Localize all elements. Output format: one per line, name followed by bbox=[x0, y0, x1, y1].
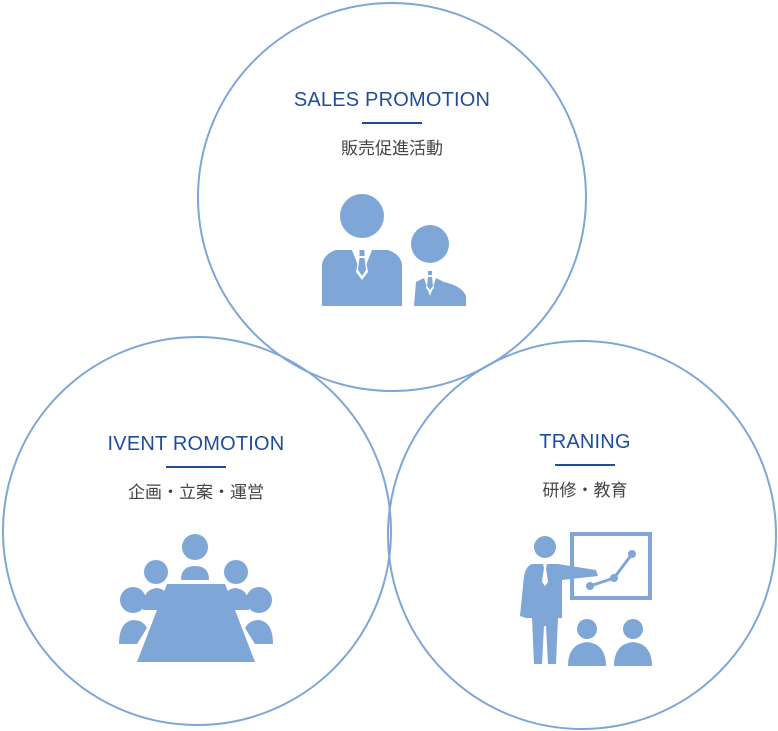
two-businessmen-icon bbox=[322, 194, 466, 306]
sales-circle bbox=[197, 2, 587, 392]
event-subtitle: 企画・立案・運営 bbox=[128, 483, 264, 502]
event-circle bbox=[2, 336, 392, 726]
event-title: IVENT ROMOTION bbox=[107, 433, 285, 455]
event-label: IVENT ROMOTION 企画・立案・運営 bbox=[66, 432, 326, 504]
training-label: TRANING 研修・教育 bbox=[455, 430, 715, 502]
meeting-table-icon bbox=[119, 534, 273, 662]
sales-label: SALES PROMOTION 販売促進活動 bbox=[262, 88, 522, 160]
training-circle bbox=[387, 340, 777, 730]
sales-subtitle: 販売促進活動 bbox=[341, 139, 443, 158]
presentation-board-icon bbox=[520, 532, 652, 666]
event-title-underline bbox=[166, 466, 226, 468]
training-title-underline bbox=[555, 464, 615, 466]
sales-title-underline bbox=[362, 122, 422, 124]
training-title: TRANING bbox=[539, 431, 631, 453]
sales-title: SALES PROMOTION bbox=[293, 89, 491, 111]
training-subtitle: 研修・教育 bbox=[542, 481, 628, 500]
